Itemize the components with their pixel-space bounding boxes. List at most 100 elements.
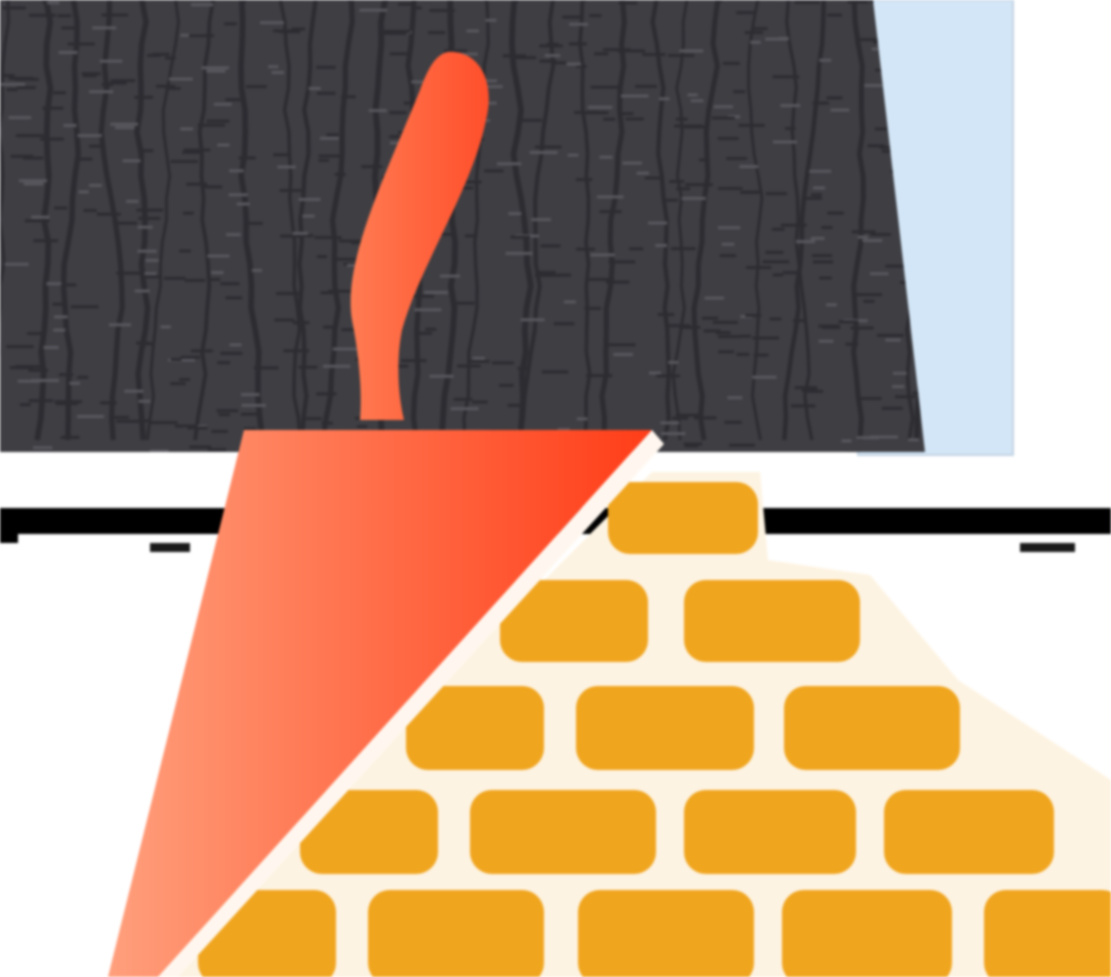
roof-grain [541,244,561,247]
roof-grain [674,125,702,128]
roof-grain [2,6,26,9]
roof-grain [47,1,59,4]
brick [576,686,754,770]
roof-grain [668,54,694,57]
roof-grain [842,439,852,442]
roof-grain [260,21,284,24]
roof-grain [170,382,185,385]
roof-grain [754,354,769,357]
roof-grain [359,9,387,12]
roof-grain [591,253,615,256]
roof-grain [79,190,89,193]
roof-grain [225,296,242,299]
roof-grain [629,247,643,250]
roof-grain [857,436,880,439]
roof-grain [736,11,755,14]
ledge-underside-left [0,533,18,543]
roof-grain [583,111,609,114]
roof-grain [205,185,223,188]
roof-grain [185,279,206,282]
roof-grain [621,95,649,98]
roof-grain [102,14,128,17]
roof-grain [115,126,134,129]
roof-grain [811,193,821,196]
roof-grain [175,425,198,428]
roof-grain [276,292,299,295]
roof-grain [726,157,747,160]
roof-grain [302,417,322,420]
roof-grain [239,156,256,159]
roof-grain [722,243,734,246]
roof-grain [577,417,588,420]
roof-grain [27,332,42,335]
roof-grain [152,53,170,56]
brick [782,890,952,977]
roof-grain [737,353,750,356]
roof-grain [752,376,776,379]
roof-grain [165,57,175,60]
roof-grain [273,153,289,156]
roof-grain [562,16,582,19]
roof-grain [626,118,644,121]
roof-grain [180,127,193,130]
roof-grain [868,144,885,147]
roof-grain [92,26,116,29]
brick [368,890,544,977]
roof-grain [29,14,56,17]
roof-grain [116,272,141,275]
roof-grain [850,327,873,330]
roof-grain [109,323,131,326]
roof-grain [486,19,497,22]
roof-grain [217,144,229,147]
roof-grain [404,102,415,105]
roof-grain [576,178,592,181]
roof-grain [19,179,47,182]
roof-grain [116,222,137,225]
roof-grain [171,160,198,163]
roof-grain [444,49,467,52]
roof-grain [54,315,68,318]
roof-grain [642,53,665,56]
roof-grain [576,248,595,251]
roof-grain [718,187,742,190]
roof-grain [339,240,362,243]
roof-grain [623,162,642,165]
roof-grain [908,438,919,441]
roof-grain [720,254,736,257]
roof-grain [61,283,76,286]
roof-grain [877,334,904,337]
roof-grain [390,111,407,114]
brick [984,890,1111,977]
roof-grain [302,215,314,218]
roof-grain [145,272,157,275]
roof-grain [18,380,40,383]
roof-grain [226,233,241,236]
roof-grain [813,102,829,105]
roof-grain [645,177,664,180]
roof-grain [333,348,357,351]
roof-grain [77,376,88,379]
roof-grain [179,250,191,253]
roof-grain [713,321,738,324]
roof-grain [745,31,763,34]
roof-grain [671,247,696,250]
roof-grain [184,149,211,152]
roof-grain [209,278,220,281]
roof-grain [183,212,194,215]
roof-grain [506,252,533,255]
roof-grain [882,407,903,410]
roof-grain [469,360,490,363]
roof-grain [750,41,760,44]
roof-grain [854,293,882,296]
roof-grain [848,1,869,4]
roof-grain [42,107,63,110]
roof-grain [44,346,59,349]
roof-grain [613,353,633,356]
roof-grain [89,184,102,187]
roof-grain [190,446,212,449]
roof-grain [100,60,123,63]
roof-grain [569,23,588,26]
roof-grain [766,251,784,254]
roof-grain [811,237,825,240]
